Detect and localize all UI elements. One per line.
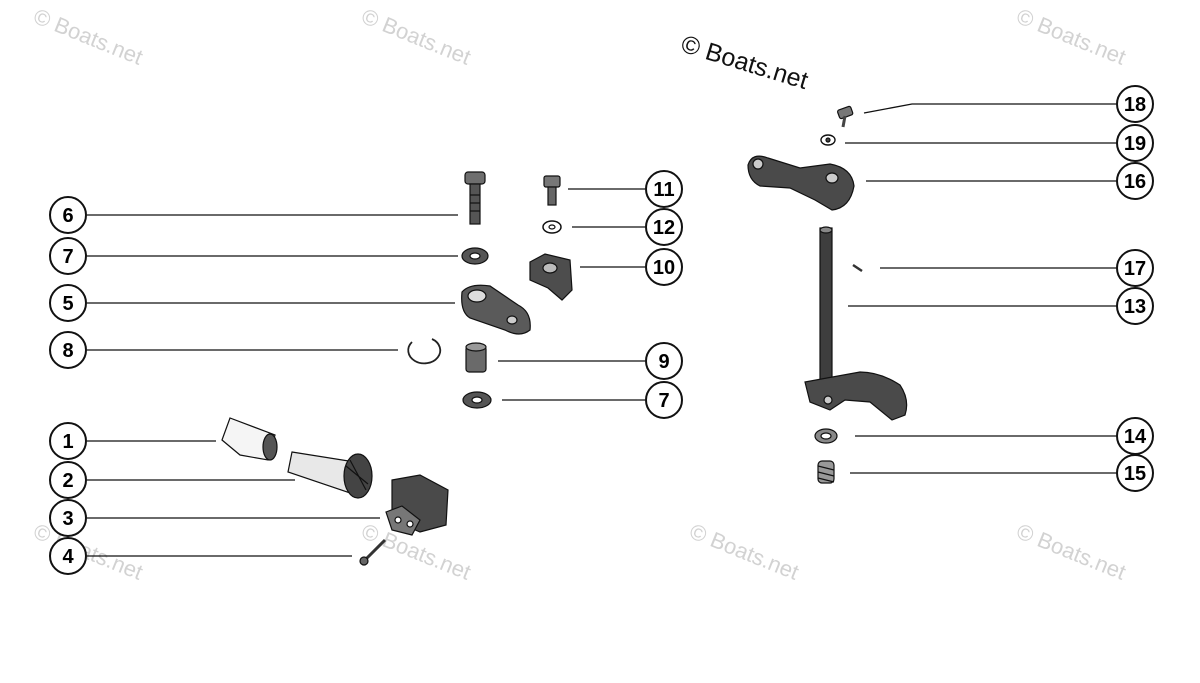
callout-label: 19 <box>1124 133 1146 155</box>
callout-label: 7 <box>658 390 669 412</box>
callout-label: 14 <box>1124 426 1147 448</box>
callout-label: 10 <box>653 257 675 279</box>
leader-lines <box>87 103 1117 557</box>
callout-label: 16 <box>1124 171 1146 193</box>
cone-part <box>221 417 278 461</box>
callout-label: 15 <box>1124 463 1146 485</box>
callout-label: 17 <box>1124 258 1146 280</box>
callout-4: 4 <box>49 537 87 575</box>
clamp-block-part <box>529 253 573 301</box>
pin-part <box>852 263 863 273</box>
callout-10: 10 <box>645 248 683 286</box>
bolt-short-part <box>543 175 561 206</box>
callouts: 6 7 5 8 1 2 3 4 <box>49 85 1154 575</box>
callout-label: 11 <box>653 179 674 201</box>
callout-label: 4 <box>62 546 74 568</box>
screw-part <box>359 538 387 566</box>
small-screw-part <box>837 105 854 128</box>
bolt-long-part <box>464 171 486 225</box>
callout-12: 12 <box>645 208 683 246</box>
callout-8: 8 <box>49 331 87 369</box>
watermark: © Boats.net <box>1013 518 1129 584</box>
watermark: © Boats.net <box>1013 3 1129 69</box>
watermark: © Boats.net <box>358 3 474 69</box>
watermark: © Boats.net <box>30 518 146 584</box>
washer-part <box>461 247 489 265</box>
bushing-part <box>465 342 487 373</box>
callout-16: 16 <box>1116 162 1154 200</box>
callout-18: 18 <box>1116 85 1154 123</box>
bracket-arm-part <box>461 284 531 335</box>
tiny-washer-part <box>820 134 836 146</box>
callout-label: 5 <box>62 293 73 315</box>
callout-label: 13 <box>1124 296 1146 318</box>
callout-14: 14 <box>1116 417 1154 455</box>
watermarks: © Boats.net © Boats.net © Boats.net © Bo… <box>30 3 1129 584</box>
parts <box>221 105 908 566</box>
spring-part <box>817 460 835 484</box>
callout-19: 19 <box>1116 124 1154 162</box>
watermark: © Boats.net <box>30 3 146 69</box>
callout-17: 17 <box>1116 249 1154 287</box>
callout-6: 6 <box>49 196 87 234</box>
callout-11: 11 <box>645 170 683 208</box>
small-washer-part <box>542 220 562 234</box>
callout-label: 12 <box>653 217 675 239</box>
retaining-ring-part <box>407 338 442 365</box>
upper-lever-part <box>747 155 855 211</box>
callout-3: 3 <box>49 499 87 537</box>
callout-15: 15 <box>1116 454 1154 492</box>
callout-label: 1 <box>62 431 73 453</box>
callout-label: 8 <box>62 340 73 362</box>
callout-label: 3 <box>62 508 73 530</box>
callout-label: 18 <box>1124 94 1146 116</box>
callout-2: 2 <box>49 461 87 499</box>
callout-5: 5 <box>49 284 87 322</box>
callout-7: 7 <box>645 381 683 419</box>
callout-1: 1 <box>49 422 87 460</box>
callout-9: 9 <box>645 342 683 380</box>
shaft-lever-part <box>804 226 908 421</box>
callout-label: 2 <box>62 470 73 492</box>
callout-label: 6 <box>62 205 73 227</box>
gear-shaft-part <box>287 451 373 499</box>
callout-label: 9 <box>658 351 669 373</box>
washer-part <box>462 391 492 409</box>
watermark: © Boats.net <box>686 518 802 584</box>
callout-13: 13 <box>1116 287 1154 325</box>
clip-ring-part <box>814 428 838 444</box>
callout-label: 7 <box>62 246 73 268</box>
gear-housing-part <box>385 474 449 536</box>
callout-7: 7 <box>49 237 87 275</box>
